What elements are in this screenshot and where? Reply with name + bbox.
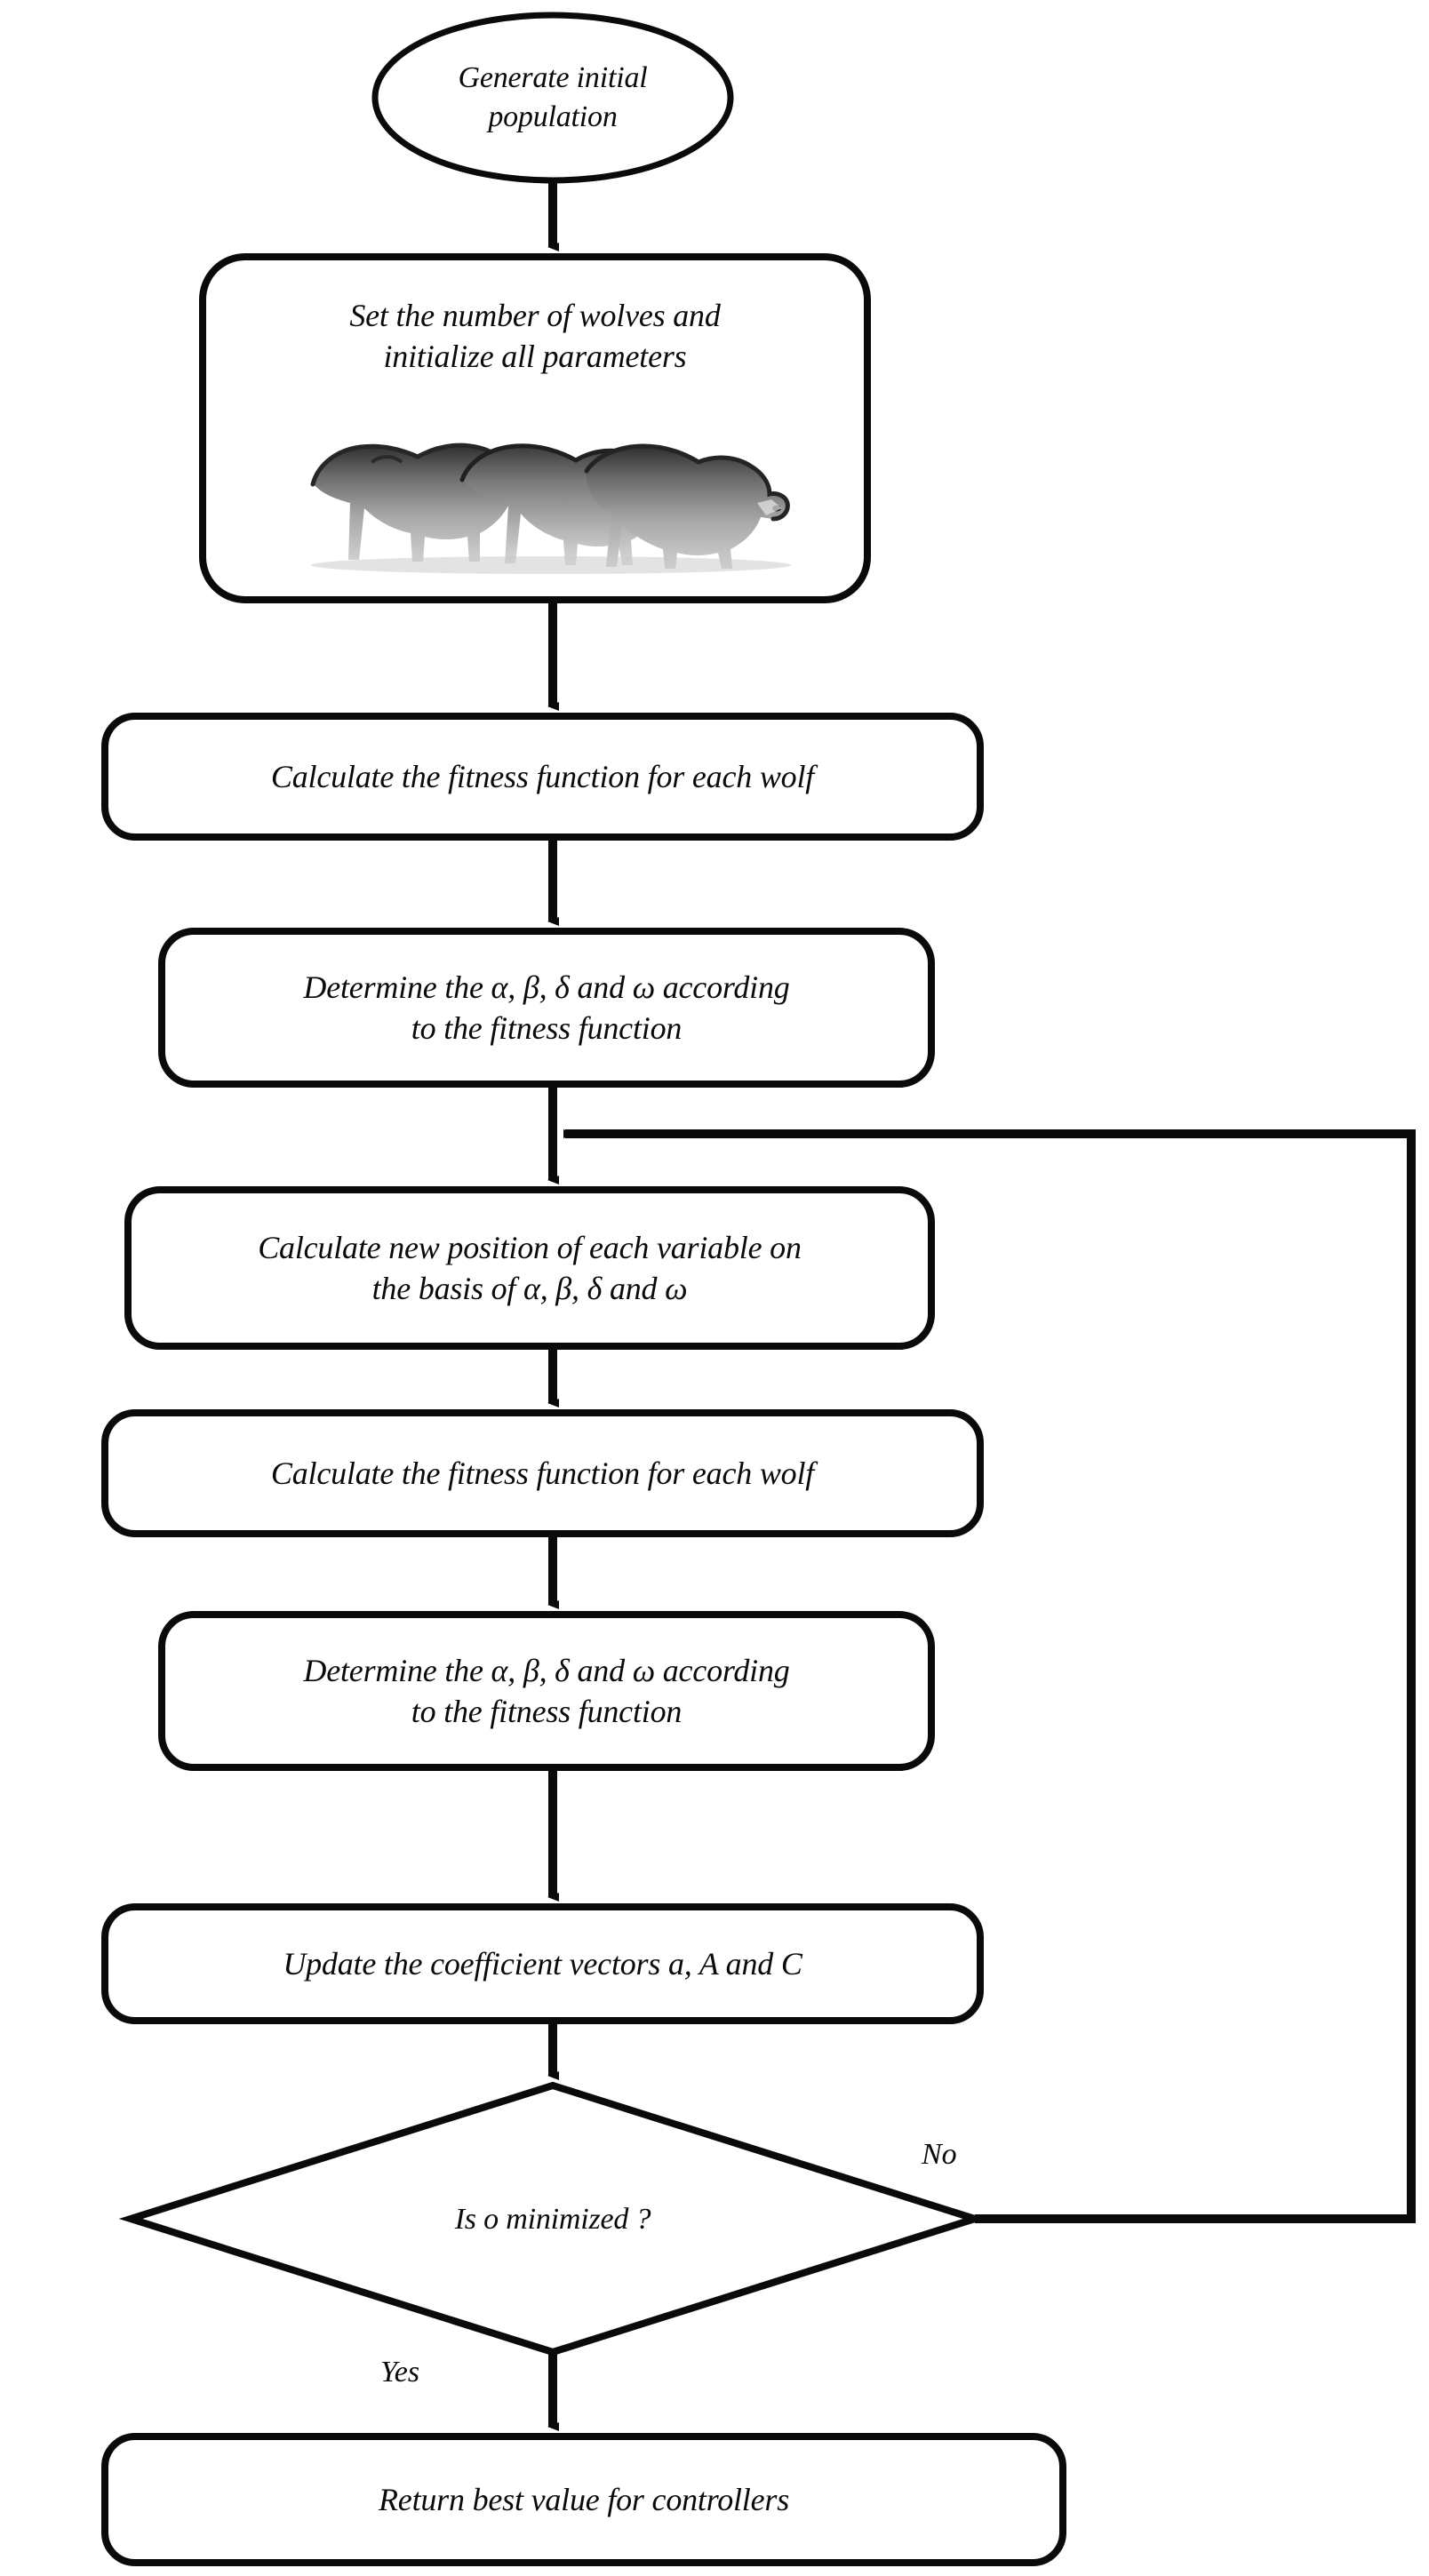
node-shape-end [101,2433,1066,2566]
node-shape-update [101,1903,984,2024]
node-shape-init [199,253,871,603]
node-shape-fitness2 [101,1409,984,1537]
node-shape-determine1 [158,928,935,1088]
edge-label-yes: Yes [380,2356,420,2389]
node-shape-decision [118,2081,987,2357]
node-shape-newpos [124,1186,935,1350]
edge-label-no: No [922,2138,957,2171]
wolves-photo [310,443,791,574]
edge-decision-newpos-no [563,1129,1416,2223]
node-shape-determine2 [158,1611,935,1771]
node-shape-start [371,12,734,184]
node-shape-fitness1 [101,713,984,841]
